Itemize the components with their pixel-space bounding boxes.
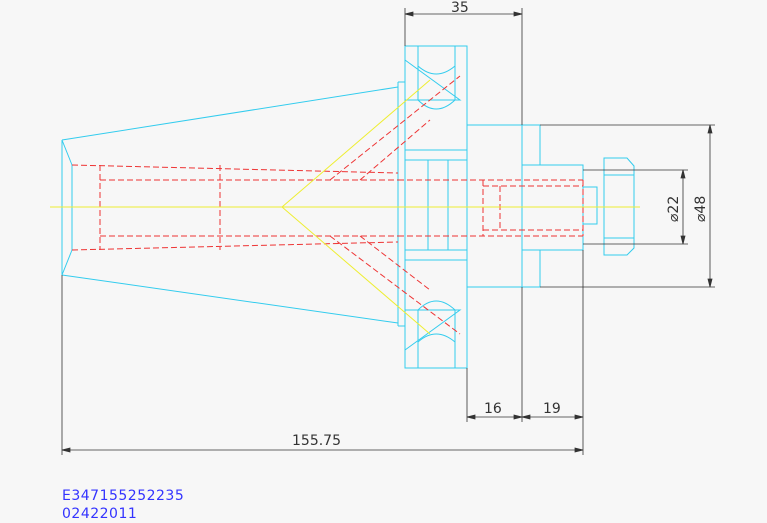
hidden-lines	[71, 75, 584, 335]
part-code-line2: 02422011	[62, 506, 137, 522]
dim-48-arrow-bottom	[707, 278, 713, 288]
dim-35-label: 35	[451, 0, 469, 16]
dim-22-label: ⌀22	[666, 196, 682, 222]
flange-outline	[397, 45, 468, 369]
dim-19-arrow-left	[521, 414, 531, 420]
cone-hidden	[329, 75, 461, 335]
dim-35-arrow-left	[404, 11, 414, 17]
retention-knob-outline	[603, 157, 635, 256]
bore-hidden	[71, 164, 399, 251]
pilot-outline	[467, 124, 598, 288]
dim-19-label: 19	[543, 401, 561, 417]
cone-centerline	[281, 79, 431, 335]
dim-19-arrow-right	[574, 414, 584, 420]
dim-16-label: 16	[484, 401, 502, 417]
center-lines	[50, 79, 640, 335]
dim-48-label: ⌀48	[693, 196, 709, 222]
dim-16-arrow-right	[513, 414, 523, 420]
dim-155-arrow-right	[574, 447, 584, 453]
dim-155-arrow-left	[61, 447, 71, 453]
inner-bore-hidden	[398, 179, 584, 237]
dim-22-arrow-top	[680, 169, 686, 179]
dim-155-label: 155.75	[292, 433, 341, 449]
dim-48-arrow-top	[707, 124, 713, 134]
dim-22-arrow-bottom	[680, 235, 686, 245]
dim-35-arrow-right	[513, 11, 523, 17]
dim-16-arrow-left	[466, 414, 476, 420]
dimension-lines	[61, 8, 715, 455]
part-code-line1: E347155252235	[62, 488, 184, 504]
v-groove-outline	[404, 59, 462, 351]
